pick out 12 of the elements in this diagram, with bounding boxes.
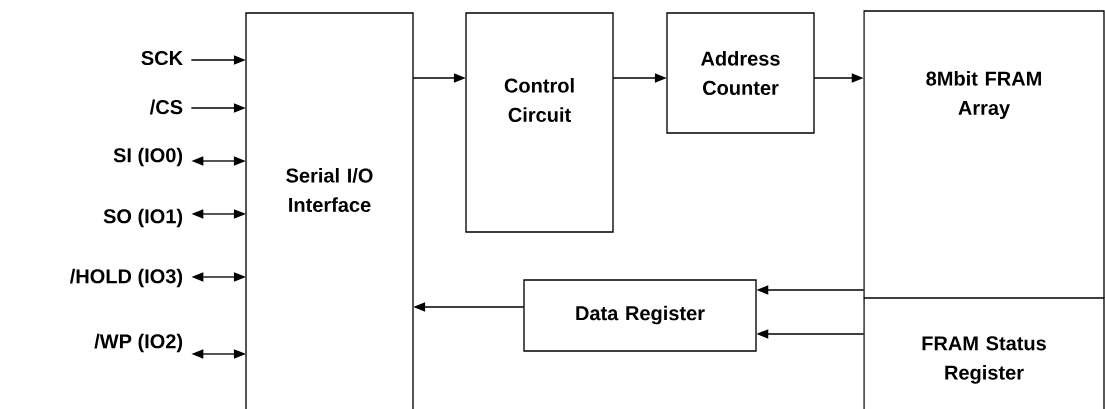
memory-array-block: 8Mbit FRAM Array (863, 10, 1105, 299)
interface-block: Serial I/O Interface (245, 12, 414, 409)
circuit-block: Control Circuit (465, 12, 614, 233)
counter-block: Address Counter (666, 12, 815, 134)
pin-label: SO (IO1) (103, 208, 183, 228)
pin-label: SI (IO0) (113, 147, 183, 167)
status-register-block: FRAM Status Register (863, 297, 1105, 409)
pin-label: /HOLD (IO3) (69, 268, 183, 288)
pin-label: /WP (IO2) (94, 333, 183, 353)
pin-label: SCK (141, 50, 183, 66)
register-block: Data Register (523, 279, 757, 352)
pin-label: /CS (149, 99, 183, 115)
